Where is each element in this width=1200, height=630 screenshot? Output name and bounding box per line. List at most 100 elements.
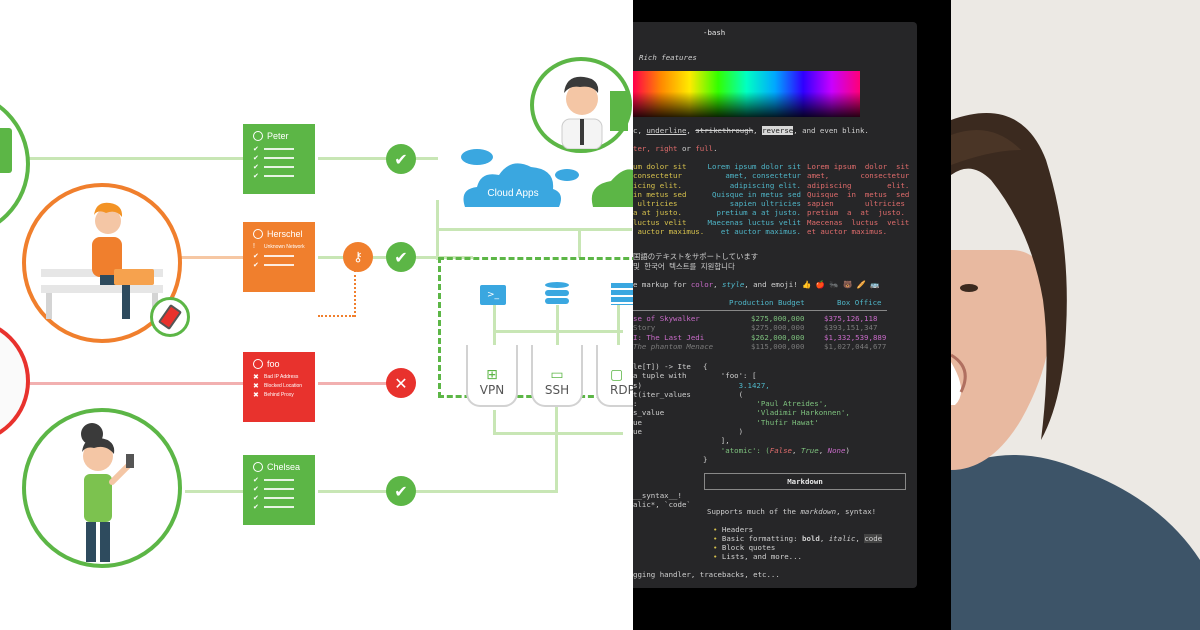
cross-icon: ✖ — [253, 373, 259, 381]
cross-icon: ✖ — [253, 391, 259, 399]
table-cell-title: se of Skywalker — [633, 314, 700, 323]
service-rdp[interactable]: ▢ RDP — [596, 345, 633, 407]
json-line: 'atomic': (False, True, None) — [703, 445, 850, 455]
table-header-box-office: Box Office — [837, 298, 882, 307]
user-card-foo[interactable]: foo ✖Bad IP Address ✖Blocked Location ✖B… — [243, 352, 315, 422]
table-cell-budget: $115,000,000 — [751, 341, 805, 351]
table-cell-box-office: $375,126,118 — [824, 314, 878, 323]
table-cell-budget: $262,000,000 — [751, 332, 805, 342]
text-line: alic*, `code` — [633, 500, 691, 510]
text-line: a tuple with — [633, 371, 687, 381]
table-cell-title: I: The Last Jedi — [633, 332, 705, 342]
monitor-icon: ▢ — [610, 367, 624, 383]
text-line: s_value — [633, 408, 665, 418]
check-icon: ✔ — [253, 494, 259, 502]
text-line: t(iter_values — [633, 389, 691, 399]
text-line: Lorem ipsum dolor sit — [707, 162, 801, 171]
cloud-icon — [461, 149, 633, 207]
terminal-window[interactable]: -bash Rich features c, underline, strike… — [633, 22, 917, 588]
json-line: { — [703, 362, 708, 371]
text-styles-line: c, underline, strikethrough, reverse, an… — [633, 126, 869, 135]
text-line: ue — [633, 417, 642, 427]
justify-line: ter, right or full. — [633, 144, 718, 153]
warning-icon: ! — [253, 243, 255, 250]
text-line: ue — [633, 427, 642, 437]
mfa-icon: ⚷ — [343, 242, 373, 272]
text-line: adipiscing elit. — [729, 180, 801, 190]
table-cell-box-office: $1,332,539,889 — [824, 332, 887, 342]
text-line: adipiscing elit. — [807, 180, 910, 190]
text-line: ultricies — [633, 199, 678, 209]
json-line: 'Thufir Hawat' — [703, 417, 819, 427]
json-line: 'Paul Atreides', — [703, 399, 828, 409]
rich-features-label: Rich features — [639, 53, 697, 62]
card-row-text: Unknown Network — [264, 243, 305, 250]
text-line: amet, consectetur — [725, 171, 801, 181]
cjk-line-1: 国語のテキストをサポートしています — [633, 252, 759, 261]
json-line: 'Vladimir Harkonnen', — [703, 408, 850, 418]
text-line: Quisque in metus sed — [712, 189, 801, 199]
json-line: ], — [703, 436, 730, 446]
text-line: __syntax__! — [633, 491, 682, 500]
text-line: pretium a at justo. — [716, 208, 801, 218]
access-diagram-panel: Peter ✔ ✔ ✔ ✔ Herschel !Unknown Network … — [0, 57, 633, 568]
markdown-item: • Block quotes — [713, 543, 776, 552]
check-icon: ✔ — [253, 503, 259, 511]
text-line: pretium a at justo. — [807, 208, 905, 218]
chelsea-avatar-ring — [22, 408, 182, 568]
server-icon — [611, 283, 633, 305]
user-icon — [253, 131, 263, 141]
terminal-title: -bash — [703, 28, 726, 37]
user-icon — [253, 359, 263, 369]
text-line: et auctor maximus. — [807, 227, 888, 237]
json-line: 'foo': [ — [703, 371, 757, 381]
user-card-chelsea[interactable]: Chelsea ✔ ✔ ✔ ✔ — [243, 455, 315, 525]
check-icon: ✔ — [253, 154, 259, 162]
text-line: auctor maximus. — [633, 227, 705, 237]
json-line: ) — [703, 427, 744, 437]
text-line: um dolor sit — [633, 162, 687, 171]
syntax-left: __syntax__!alic*, `code` — [633, 491, 691, 510]
user-card-name: Peter — [267, 131, 289, 141]
person-phone-illustration — [81, 423, 134, 562]
markdown-item: • Lists, and more... — [713, 552, 802, 561]
person-laptop-illustration — [41, 202, 163, 319]
table-cell-budget: $275,000,000 — [751, 314, 805, 323]
database-icon — [545, 282, 569, 304]
user-card-herschel[interactable]: Herschel !Unknown Network ✔ ✔ — [243, 222, 315, 292]
portrait-photo-panel — [951, 0, 1200, 630]
service-label: RDP — [610, 383, 633, 397]
text-line: in metus sed — [633, 189, 687, 199]
check-icon: ✔ — [386, 144, 416, 174]
text-line: a at justo. — [633, 208, 682, 218]
service-ssh[interactable]: ▭ SSH — [531, 345, 583, 407]
text-line: Quisque in metus sed — [807, 189, 910, 199]
service-label: VPN — [479, 383, 505, 397]
text-line: luctus velit — [633, 217, 687, 227]
markdown-item: • Basic formatting: bold, italic, code — [713, 534, 883, 543]
text-line: s) — [633, 380, 642, 390]
json-line: } — [703, 454, 708, 464]
markup-line: e markup for color, style, and emoji! 👍 … — [633, 280, 880, 289]
user-icon — [253, 229, 263, 239]
check-icon: ✔ — [253, 163, 259, 171]
markdown-intro: Supports much of the markdown, syntax! — [707, 507, 877, 516]
device-icon — [0, 128, 12, 173]
json-line: 3.1427, — [703, 380, 770, 390]
check-icon: ✔ — [253, 145, 259, 153]
network-icon: ⊞ — [486, 367, 498, 383]
json-output: { 'foo': [ 3.1427, ( 'Paul Atreides', 'V… — [703, 362, 850, 464]
table-cell-title: Story — [633, 323, 656, 333]
user-card-peter[interactable]: Peter ✔ ✔ ✔ ✔ — [243, 124, 315, 194]
user-icon — [253, 462, 263, 472]
check-icon: ✔ — [253, 172, 259, 180]
text-line: Lorem ipsum dolor sit — [807, 162, 910, 171]
user-card-name: foo — [267, 359, 280, 369]
service-label: SSH — [544, 383, 570, 397]
terminal-icon: ▭ — [550, 367, 564, 383]
service-vpn[interactable]: ⊞ VPN — [466, 345, 518, 407]
bottom-line: gging handler, tracebacks, etc... — [633, 570, 780, 579]
